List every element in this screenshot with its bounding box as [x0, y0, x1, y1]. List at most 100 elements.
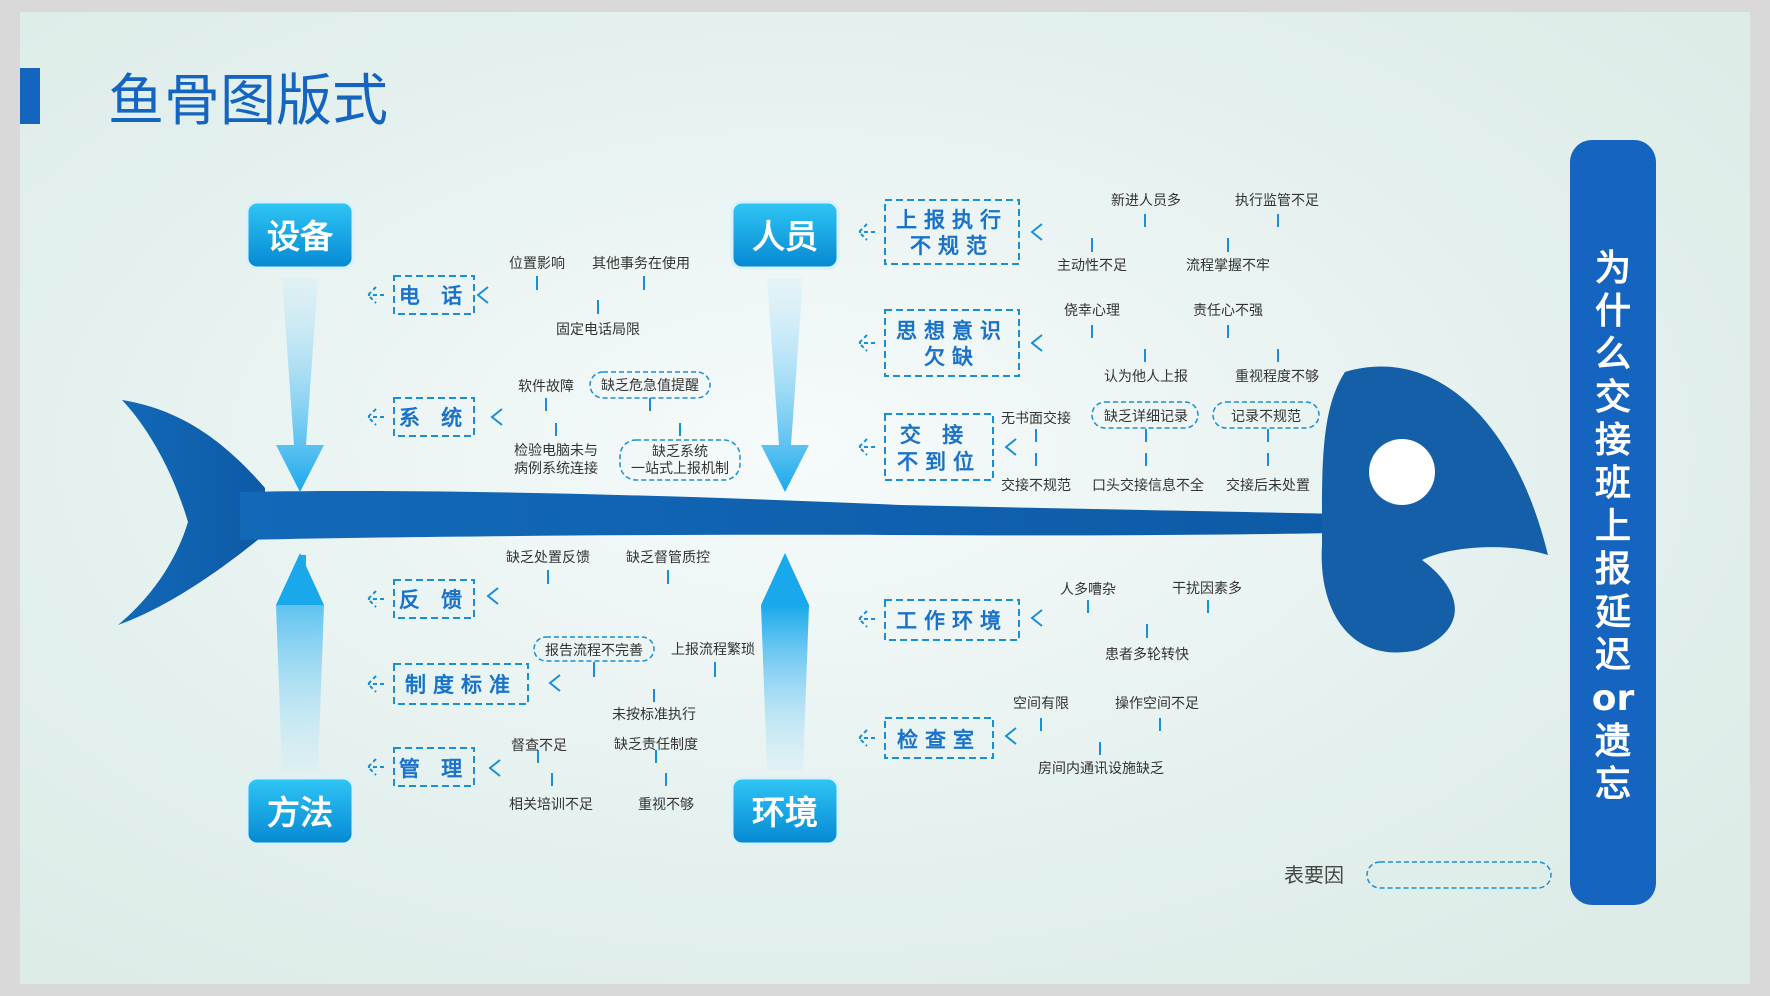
cause-room-1: 空间有限	[1013, 696, 1069, 712]
cause-standard-3: 未按标准执行	[612, 707, 696, 723]
cause-mindset-4: 重视程度不够	[1235, 369, 1319, 385]
cause-room-2: 操作空间不足	[1115, 696, 1199, 712]
environment-arrow	[761, 605, 809, 770]
branch-feedback	[366, 570, 720, 619]
fish-spine	[240, 490, 1380, 540]
people-arrow	[761, 278, 809, 492]
branch-manage-label: 管 理	[399, 757, 469, 781]
legend-key-symbol	[1366, 861, 1552, 889]
cause-system-1: 软件故障	[518, 379, 574, 395]
category-people[interactable]: 人员	[730, 200, 840, 270]
cause-room-3: 房间内通讯设施缺乏	[1038, 761, 1164, 777]
branch-handover	[857, 401, 1320, 481]
cause-report-1: 新进人员多	[1111, 192, 1181, 209]
problem-panel	[1570, 140, 1656, 905]
cause-standard-1: 报告流程不完善	[545, 643, 643, 659]
problem-char: 上	[1595, 506, 1631, 547]
cause-handover-4: 交接不规范	[1001, 477, 1071, 494]
method-arrow	[276, 555, 324, 770]
cause-mindset-1: 侥幸心理	[1064, 303, 1120, 319]
cause-handover-2: 缺乏详细记录	[1104, 409, 1188, 425]
branch-feedback-label: 反 馈	[399, 588, 469, 612]
branch-mindset-label-2: 欠缺	[924, 345, 980, 369]
fish-tail	[118, 400, 265, 625]
problem-char: 遗	[1595, 721, 1631, 762]
cause-handover-6: 交接后未处置	[1226, 477, 1310, 494]
problem-char: 延	[1595, 592, 1631, 633]
problem-char: 忘	[1595, 764, 1631, 805]
problem-char: 接	[1595, 420, 1631, 461]
page-title: 鱼骨图版式	[108, 69, 388, 134]
category-equipment-label: 设备	[267, 217, 334, 256]
cause-manage-1: 督查不足	[511, 738, 567, 754]
branch-manage	[366, 747, 715, 787]
problem-char: 么	[1595, 334, 1631, 375]
environment-arrow-head	[761, 553, 809, 605]
category-environment[interactable]: 环境	[730, 776, 840, 846]
cause-manage-4: 重视不够	[638, 797, 694, 813]
cause-system-4a: 缺乏系统	[652, 444, 708, 460]
problem-char: 迟	[1595, 635, 1631, 676]
branch-room	[857, 717, 1200, 759]
method-arrow-head	[276, 553, 324, 605]
branch-handover-label-1: 交 接	[900, 423, 970, 447]
fish-head	[1321, 366, 1548, 653]
cause-workenv-3: 患者多轮转快	[1105, 646, 1189, 663]
cause-workenv-1: 人多嘈杂	[1060, 581, 1116, 598]
problem-char: 交	[1595, 376, 1631, 418]
branch-standard-label: 制度标准	[405, 673, 517, 697]
equipment-arrow	[276, 278, 324, 492]
branch-standard	[366, 636, 765, 705]
branch-system	[366, 371, 741, 481]
cause-system-2: 缺乏危急值提醒	[601, 378, 699, 394]
title-accent-bar	[20, 68, 40, 124]
cause-system-3b: 病例系统连接	[514, 460, 598, 477]
category-environment-label: 环境	[752, 793, 818, 832]
cause-handover-5: 口头交接信息不全	[1092, 477, 1204, 494]
category-method-label: 方法	[267, 793, 333, 832]
cause-workenv-2: 干扰因素多	[1172, 580, 1242, 597]
cause-standard-2: 上报流程繁琐	[671, 641, 755, 658]
cause-mindset-3: 认为他人上报	[1104, 369, 1188, 385]
branch-system-label: 系 统	[399, 406, 469, 430]
branch-workenv	[857, 599, 1245, 641]
problem-char: 为	[1595, 248, 1631, 289]
cause-report-3: 主动性不足	[1057, 258, 1127, 274]
cause-phone-2: 其他事务在使用	[592, 255, 690, 272]
legend-label: 表要因	[1284, 863, 1344, 887]
cause-phone-3: 固定电话局限	[556, 322, 640, 338]
problem-char: 报	[1595, 549, 1631, 590]
cause-report-4: 流程掌握不牢	[1186, 258, 1270, 274]
fish-eye	[1369, 439, 1435, 505]
problem-char: 什	[1595, 291, 1631, 332]
cause-phone-1: 位置影响	[509, 256, 565, 272]
branch-room-label: 检查室	[897, 728, 981, 752]
cause-report-2: 执行监管不足	[1235, 193, 1319, 209]
branch-phone-label: 电 话	[399, 284, 469, 308]
fish-skeleton	[118, 366, 1548, 653]
category-people-label: 人员	[752, 217, 818, 256]
branch-workenv-label: 工作环境	[896, 609, 1008, 633]
branch-handover-label-2: 不到位	[897, 450, 981, 474]
category-method[interactable]: 方法	[245, 776, 355, 846]
branch-phone	[366, 275, 690, 315]
cause-mindset-2: 责任心不强	[1193, 303, 1263, 319]
branch-report	[857, 199, 1345, 265]
cause-system-4b: 一站式上报机制	[631, 461, 729, 477]
cause-feedback-2: 缺乏督管质控	[626, 550, 710, 566]
cause-manage-2: 缺乏责任制度	[614, 737, 698, 753]
cause-handover-1: 无书面交接	[1001, 410, 1071, 427]
branch-mindset	[857, 309, 1345, 377]
branch-mindset-label-1: 思想意识	[896, 319, 1008, 343]
cause-manage-3: 相关培训不足	[509, 797, 593, 813]
cause-handover-3: 记录不规范	[1231, 408, 1301, 425]
branch-report-label-1: 上报执行	[896, 208, 1008, 232]
problem-char: or	[1592, 678, 1635, 719]
branch-report-label-2: 不规范	[910, 234, 994, 258]
cause-system-3a: 检验电脑未与	[514, 443, 598, 459]
problem-char: 班	[1595, 463, 1631, 504]
category-equipment[interactable]: 设备	[245, 200, 355, 270]
